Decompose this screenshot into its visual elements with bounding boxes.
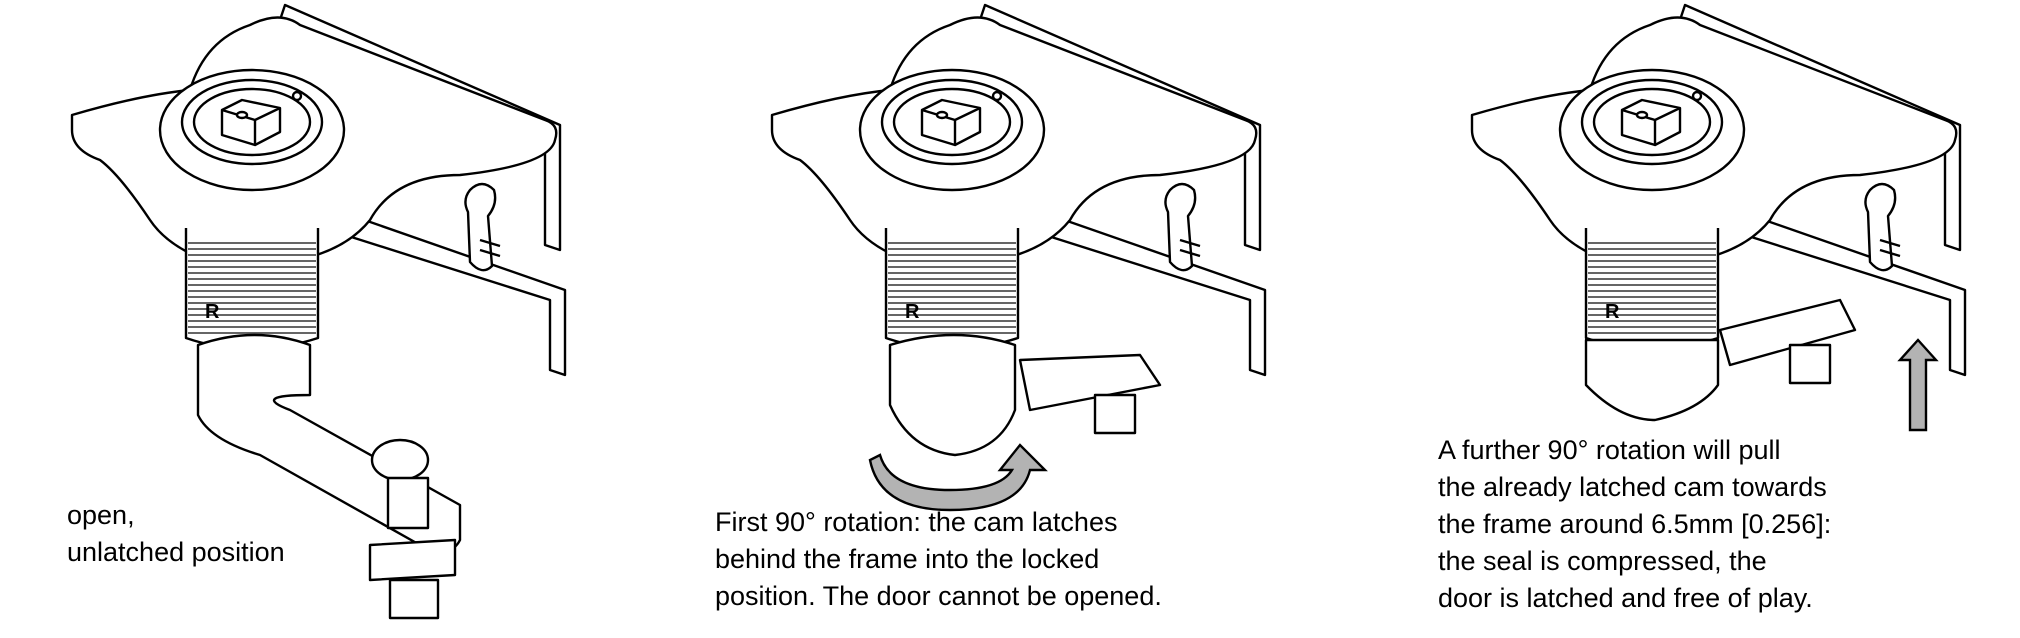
- caption-line: the frame around 6.5mm [0.256]:: [1438, 509, 1832, 539]
- caption-line: the already latched cam towards: [1438, 472, 1827, 502]
- caption-further-rotation: A further 90° rotation will pull the alr…: [1438, 432, 1831, 617]
- caption-line: A further 90° rotation will pull: [1438, 435, 1781, 465]
- caption-line: unlatched position: [67, 537, 285, 567]
- caption-line: position. The door cannot be opened.: [715, 581, 1162, 611]
- svg-text:R: R: [1605, 301, 1620, 323]
- latch-further-rotation-drawing: R: [1470, 3, 1967, 432]
- caption-line: the seal is compressed, the: [1438, 546, 1767, 576]
- caption-open: open, unlatched position: [67, 497, 285, 571]
- body-label-r: R: [205, 301, 220, 323]
- up-arrow-icon: [1897, 338, 1939, 432]
- svg-text:R: R: [905, 301, 920, 323]
- caption-first-rotation: First 90° rotation: the cam latches behi…: [715, 504, 1162, 615]
- caption-line: behind the frame into the locked: [715, 544, 1100, 574]
- caption-line: door is latched and free of play.: [1438, 583, 1813, 613]
- rotation-arrow-icon: [868, 443, 1048, 512]
- latch-first-rotation-drawing: R: [770, 3, 1267, 512]
- thread-texture: [188, 240, 316, 335]
- latch-open-drawing: R: [70, 3, 567, 620]
- caption-line: open,: [67, 500, 135, 530]
- caption-line: First 90° rotation: the cam latches: [715, 507, 1118, 537]
- cam-arm: [196, 333, 462, 620]
